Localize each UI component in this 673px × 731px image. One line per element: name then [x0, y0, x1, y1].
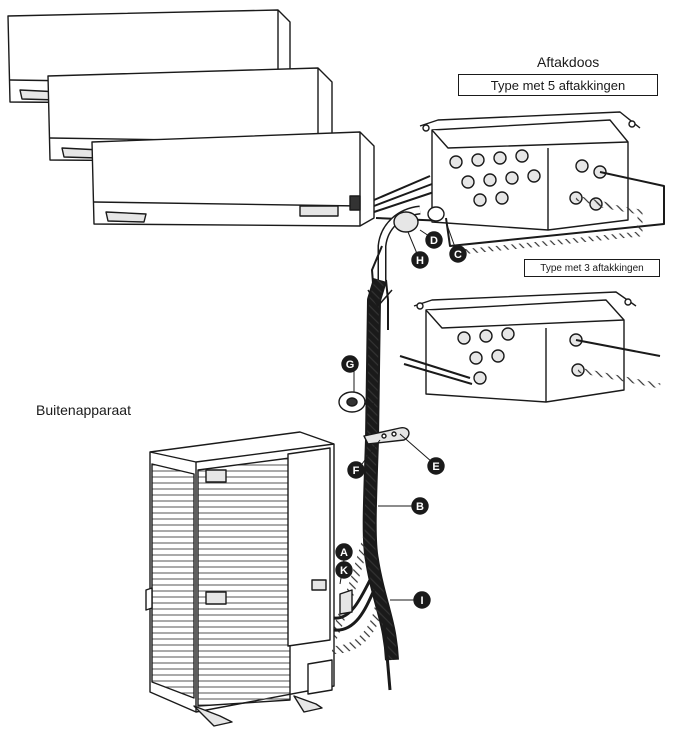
- vertical-pipe-run: [362, 277, 399, 691]
- outdoor-connection-pipes: [331, 579, 384, 654]
- svg-text:I: I: [420, 595, 423, 607]
- svg-text:C: C: [454, 249, 462, 261]
- svg-text:G: G: [346, 359, 355, 371]
- callout-e: E: [427, 457, 445, 475]
- type-5-branches-label: Type met 5 aftakkingen: [458, 74, 658, 96]
- main-pipes: [371, 171, 665, 297]
- insulation-ring-h: [393, 211, 419, 233]
- callout-f: F: [347, 461, 365, 479]
- callout-b: B: [411, 497, 429, 515]
- drain-hose: [328, 518, 376, 642]
- svg-text:H: H: [416, 255, 424, 267]
- callout-d: D: [425, 231, 443, 249]
- svg-text:E: E: [432, 461, 439, 473]
- callout-h: H: [411, 251, 429, 269]
- insulation-ring-d: [427, 206, 445, 222]
- indoor-unit-3: [91, 131, 375, 227]
- svg-text:F: F: [353, 465, 360, 477]
- branch-box-title: Aftakdoos: [537, 54, 600, 70]
- callout-k: K: [335, 561, 353, 579]
- pipe-clamp: [363, 427, 410, 445]
- svg-text:K: K: [340, 565, 348, 577]
- branch-box-5-ports: [449, 149, 607, 211]
- svg-text:B: B: [416, 501, 424, 513]
- callout-i: I: [413, 591, 431, 609]
- svg-text:A: A: [340, 547, 348, 559]
- outdoor-unit: [145, 431, 335, 727]
- svg-text:D: D: [430, 235, 438, 247]
- tape-roll: [338, 391, 374, 413]
- branch-box-5: [419, 111, 641, 231]
- callout-c: C: [449, 245, 467, 263]
- callout-g: G: [341, 355, 359, 373]
- type-3-branches-label: Type met 3 aftakkingen: [524, 259, 660, 277]
- callout-a: A: [335, 543, 353, 561]
- outdoor-unit-label: Buitenapparaat: [36, 402, 131, 418]
- branch-box-3: [399, 291, 661, 403]
